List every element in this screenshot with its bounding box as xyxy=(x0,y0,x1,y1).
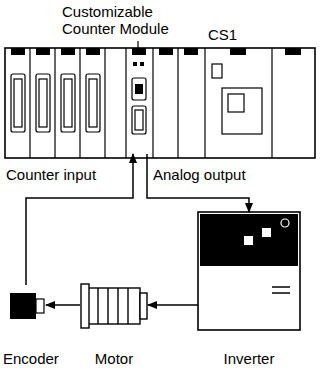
signal-label: Analog output xyxy=(152,166,247,183)
signal-arrow xyxy=(147,154,249,212)
motor: Motor xyxy=(80,283,148,331)
signal-arrow xyxy=(46,304,80,306)
counter-module: Customizable Counter Module xyxy=(128,52,152,154)
signal-arrow xyxy=(148,304,198,306)
device-label: Motor xyxy=(95,350,133,367)
plc-rack: CS1Customizable Counter Module xyxy=(5,48,315,158)
device-label: Inverter xyxy=(224,350,275,367)
inverter: Inverter xyxy=(198,212,300,330)
module-name: Customizable Counter Module xyxy=(62,3,180,37)
signal-label: Counter input xyxy=(5,166,97,183)
encoder: Encoder xyxy=(6,285,46,325)
device-label: Encoder xyxy=(3,350,59,367)
model-label: CS1 xyxy=(208,26,237,43)
